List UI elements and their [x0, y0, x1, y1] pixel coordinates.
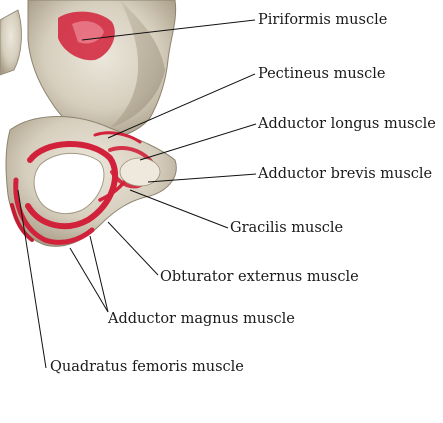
leader-lines	[17, 19, 257, 369]
label-quadratus-femoris: Quadratus femoris muscle	[50, 359, 244, 375]
obturator-externus-attachment	[25, 141, 118, 230]
label-adductor-magnus: Adductor magnus muscle	[108, 311, 295, 327]
quadratus-femoris-attachment	[10, 203, 34, 242]
pubic-symphysis	[119, 157, 161, 187]
obturator-foramen	[33, 152, 105, 214]
adductor-magnus-attachment	[13, 177, 95, 245]
label-gracilis: Gracilis muscle	[230, 220, 344, 236]
label-adductor-longus: Adductor longus muscle	[258, 116, 436, 132]
label-obturator-externus: Obturator externus muscle	[160, 269, 359, 285]
gracilis-attachment	[98, 180, 126, 202]
label-pectineus: Pectineus muscle	[258, 66, 386, 82]
iliac-shadow	[110, 0, 165, 128]
label-piriformis: Piriformis muscle	[258, 12, 388, 28]
left-bone-fragment	[0, 9, 22, 76]
label-adductor-brevis: Adductor brevis muscle	[258, 166, 433, 182]
